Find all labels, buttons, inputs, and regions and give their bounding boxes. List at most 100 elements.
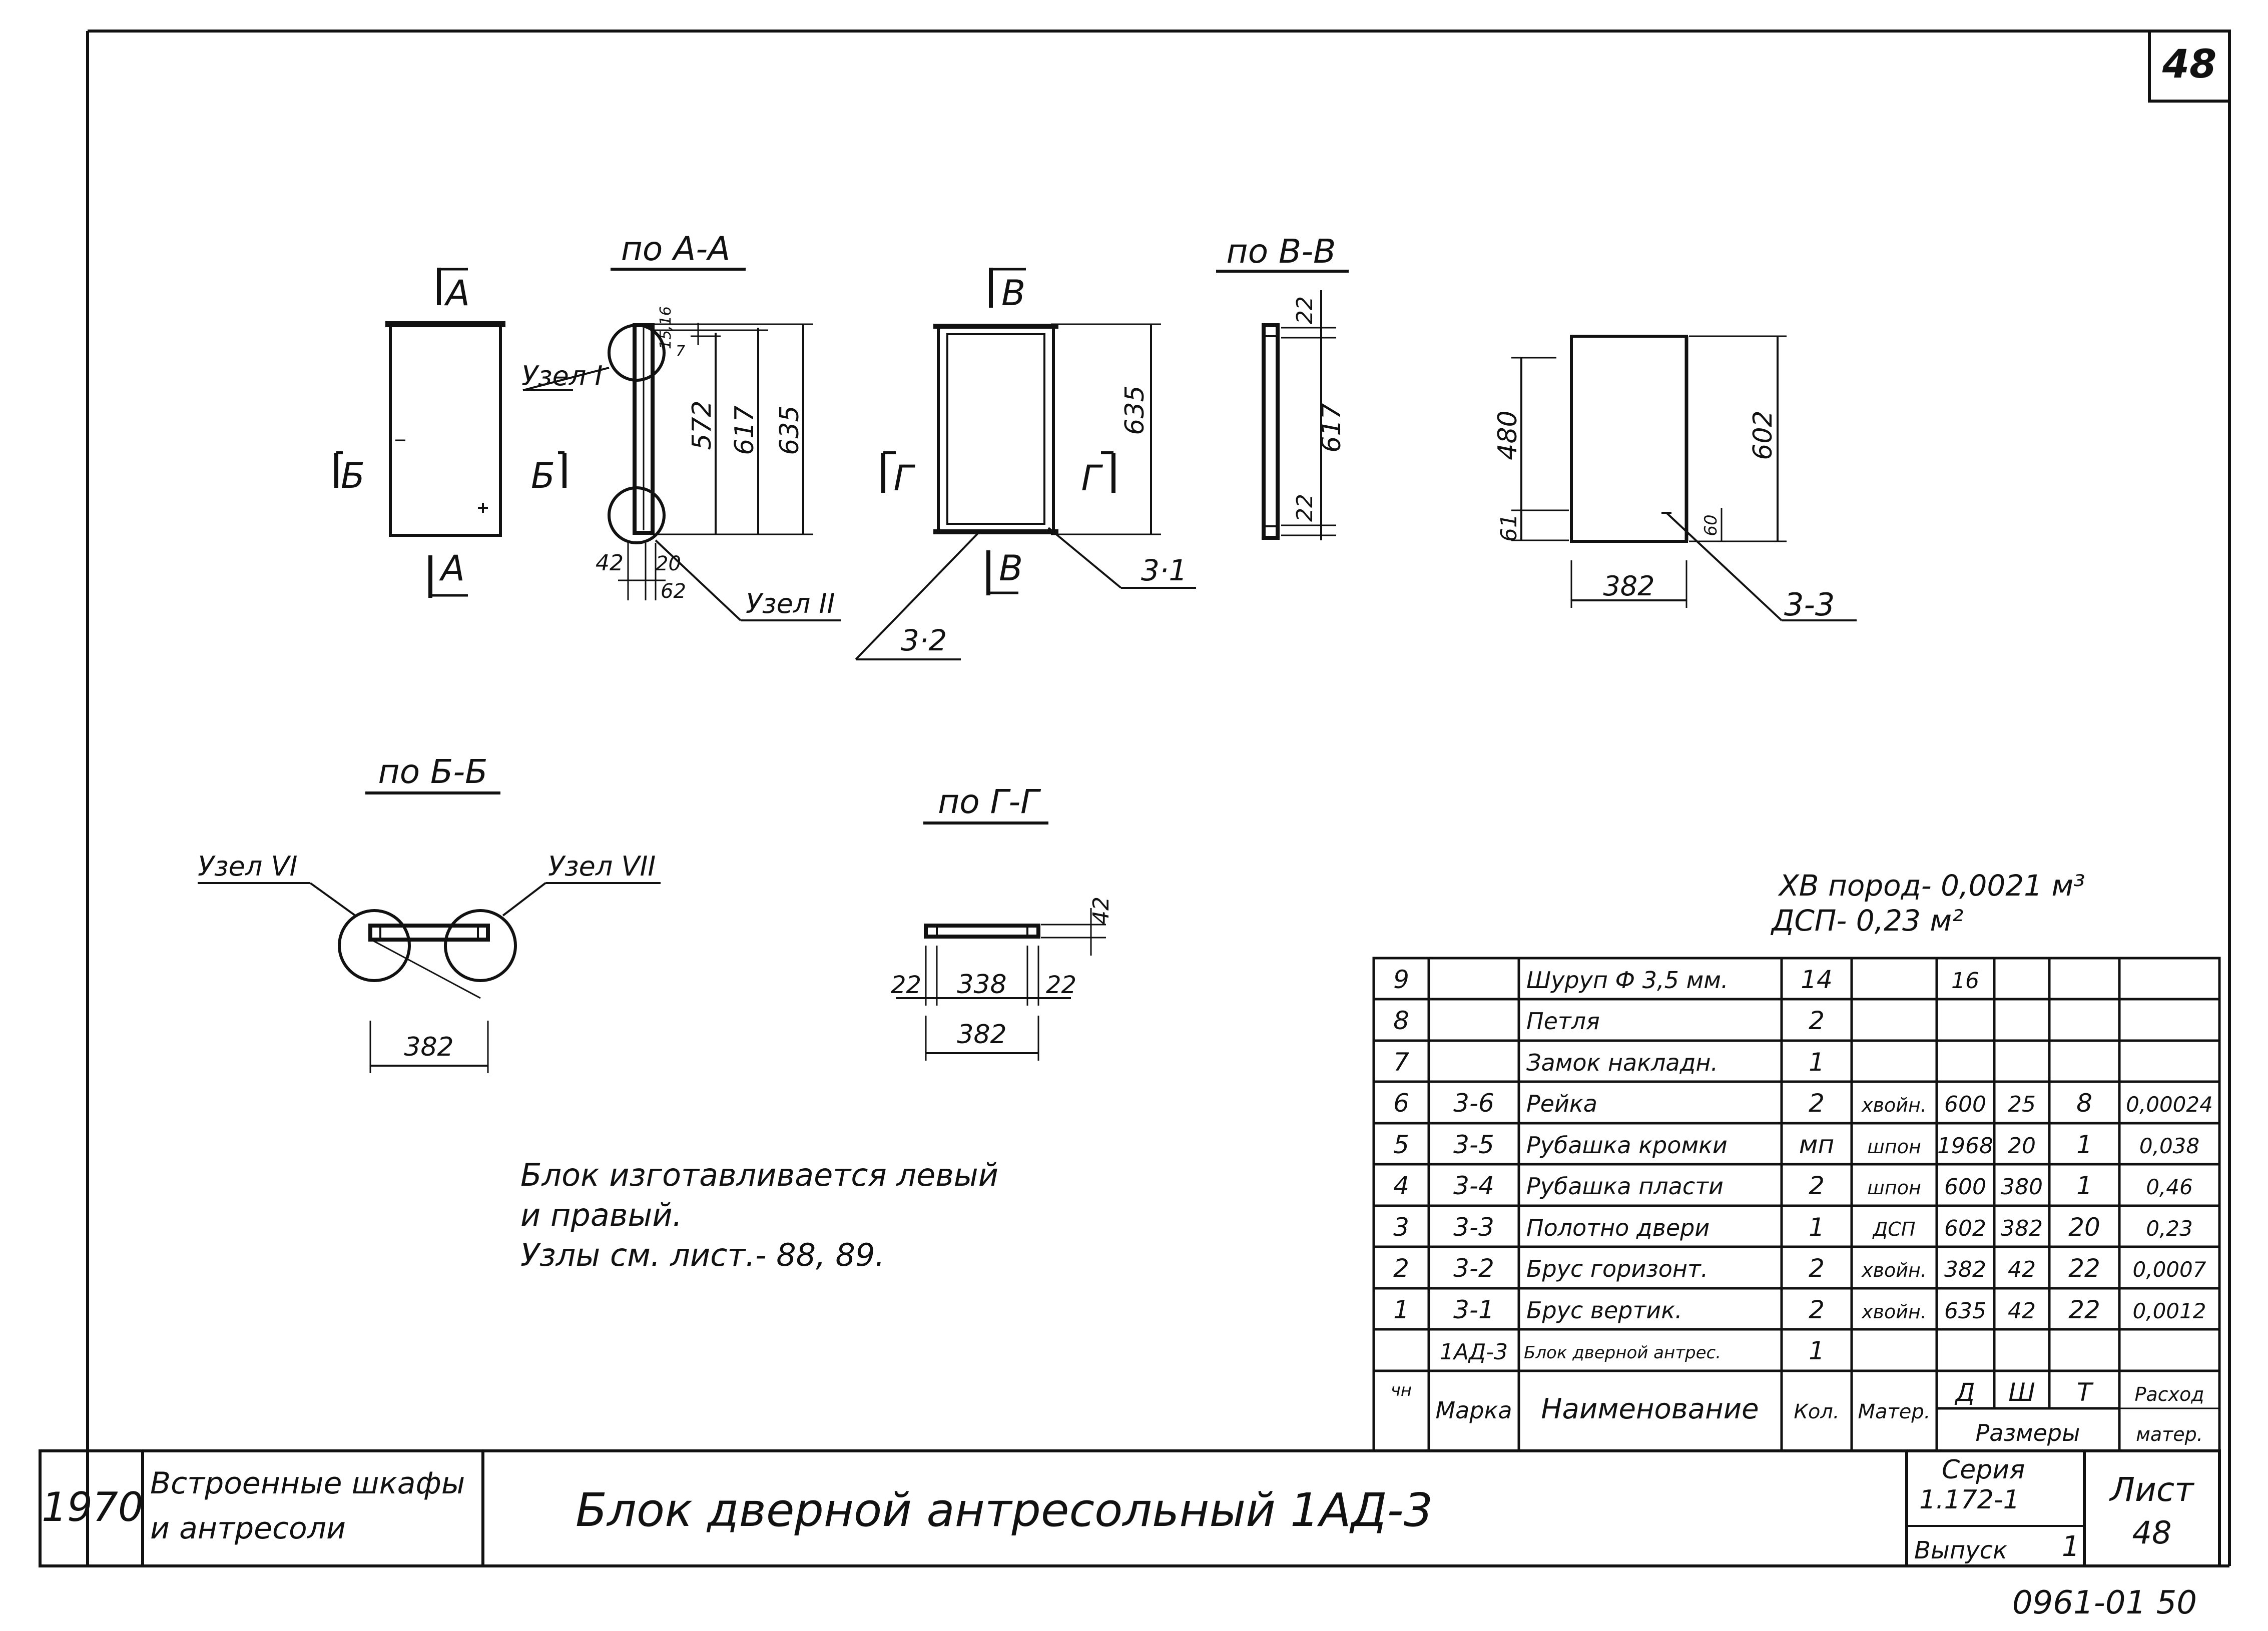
svg-text:Брус горизонт.: Брус горизонт.	[1526, 1255, 1708, 1282]
marker-b-left: Б	[341, 455, 365, 496]
title-block-grid	[39, 1449, 2221, 1567]
sheet-frame	[40, 30, 2231, 1567]
svg-text:2: 2	[1809, 1089, 1825, 1118]
svg-text:382: 382	[1944, 1257, 1986, 1282]
svg-text:0,46: 0,46	[2146, 1175, 2193, 1199]
dim-aa-1516: 15,16	[657, 306, 675, 349]
spec-table-grid	[1372, 957, 2221, 1452]
section-aa-drawing	[522, 323, 841, 621]
svg-text:3-6: 3-6	[1453, 1089, 1494, 1118]
dim-aa-635: 635	[775, 405, 805, 455]
issue-value: 1	[2062, 1530, 2080, 1563]
svg-text:635: 635	[1944, 1298, 1986, 1324]
marker-v-top: В	[1001, 273, 1025, 314]
svg-text:шпон: шпон	[1867, 1177, 1921, 1199]
svg-text:хвойн.: хвойн.	[1861, 1301, 1927, 1323]
svg-text:16: 16	[1951, 968, 1979, 994]
svg-text:2: 2	[1809, 1171, 1825, 1200]
svg-text:2: 2	[1809, 1006, 1825, 1035]
svg-text:2: 2	[1809, 1295, 1825, 1324]
svg-text:1: 1	[1809, 1336, 1825, 1365]
section-title-aa: по А-А	[621, 230, 731, 268]
part-label-32: 3·2	[901, 623, 947, 657]
svg-text:22: 22	[2068, 1295, 2100, 1324]
svg-text:3-1: 3-1	[1453, 1295, 1494, 1324]
svg-text:1АД-3: 1АД-3	[1440, 1339, 1508, 1365]
svg-text:хвойн.: хвойн.	[1861, 1094, 1927, 1116]
svg-text:хвойн.: хвойн.	[1861, 1259, 1927, 1281]
section-title-gg: по Г-Г	[938, 782, 1041, 821]
svg-text:4: 4	[1393, 1171, 1409, 1200]
svg-text:600: 600	[1944, 1174, 1986, 1200]
svg-text:0,0007: 0,0007	[2133, 1257, 2206, 1282]
dim-gg-382: 382	[957, 1020, 1006, 1050]
svg-text:ДСП: ДСП	[1872, 1218, 1916, 1240]
svg-text:1: 1	[1809, 1048, 1825, 1077]
svg-text:Рейка: Рейка	[1526, 1090, 1597, 1117]
marker-a-bottom: А	[439, 548, 465, 589]
material-totals: ХВ пород- 0,0021 м³ ДСП- 0,23 м²	[1770, 869, 2085, 938]
svg-text:мп: мп	[1799, 1130, 1834, 1159]
svg-text:6: 6	[1393, 1089, 1409, 1118]
node-6-label: Узел VI	[198, 851, 297, 882]
svg-text:Марка: Марка	[1435, 1397, 1512, 1424]
svg-text:380: 380	[2001, 1174, 2043, 1200]
dim-panel-60: 60	[1701, 514, 1721, 536]
svg-text:2: 2	[1393, 1254, 1409, 1283]
title-subject-2: и антресоли	[150, 1511, 346, 1546]
material-line-1: ХВ пород- 0,0021 м³	[1778, 869, 2085, 903]
table-row: 1 3-1 Брус вертик. 2 хвойн. 635 42 22 0,…	[1393, 1295, 2206, 1324]
svg-text:602: 602	[1944, 1216, 1986, 1241]
svg-text:Рубашка пласти: Рубашка пласти	[1526, 1173, 1724, 1200]
section-bb-drawing	[198, 882, 661, 1073]
svg-text:Брус вертик.: Брус вертик.	[1526, 1297, 1682, 1324]
dim-panel-602: 602	[1748, 410, 1778, 460]
svg-text:3-4: 3-4	[1453, 1171, 1494, 1200]
material-line-2: ДСП- 0,23 м²	[1770, 904, 1963, 938]
dim-gg-42: 42	[1088, 897, 1114, 925]
dim-gg-22-right: 22	[1046, 971, 1076, 999]
svg-text:0,00024: 0,00024	[2126, 1092, 2213, 1117]
svg-text:Матер.: Матер.	[1858, 1400, 1930, 1423]
svg-text:Петля: Петля	[1526, 1008, 1600, 1035]
dim-panel-480: 480	[1493, 410, 1523, 460]
dim-aa-62: 62	[661, 580, 686, 603]
svg-text:матер.: матер.	[2136, 1423, 2203, 1445]
section-vv-drawing	[1262, 290, 1336, 540]
svg-text:0,038: 0,038	[2139, 1134, 2199, 1158]
section-title-vv: по В-В	[1227, 232, 1336, 271]
svg-text:382: 382	[2001, 1216, 2043, 1241]
svg-text:1: 1	[1809, 1213, 1825, 1242]
node-2-label: Узел II	[746, 588, 835, 619]
svg-text:1: 1	[2076, 1130, 2092, 1159]
dim-vg-635: 635	[1120, 385, 1150, 435]
svg-text:3-3: 3-3	[1453, 1213, 1494, 1242]
marker-a-top: А	[444, 273, 470, 314]
front-view-ab	[334, 268, 566, 598]
dim-bb-382: 382	[404, 1032, 453, 1062]
dim-vv-22-top: 22	[1292, 296, 1318, 324]
table-row: 4 3-4 Рубашка пласти 2 шпон 600 380 1 0,…	[1393, 1171, 2193, 1200]
svg-text:Расход: Расход	[2134, 1383, 2204, 1405]
footer-code: 0961-01 50	[2012, 1584, 2197, 1621]
marker-v-bottom: В	[999, 548, 1023, 589]
frame-view-vg	[855, 268, 1196, 660]
part-label-33: 3-3	[1784, 586, 1835, 623]
table-row: 1АД-3 Блок дверной антрес. 1	[1440, 1336, 1825, 1365]
title-year: 1970	[42, 1484, 144, 1530]
svg-text:Рубашка кромки: Рубашка кромки	[1526, 1132, 1728, 1159]
svg-text:22: 22	[2068, 1254, 2100, 1283]
note-line-3: Узлы см. лист.- 88, 89.	[520, 1237, 885, 1273]
svg-text:Блок дверной антрес.: Блок дверной антрес.	[1524, 1343, 1721, 1363]
marker-b-right: Б	[531, 455, 555, 496]
svg-text:8: 8	[2076, 1089, 2092, 1118]
issue-label: Выпуск	[1914, 1536, 2007, 1564]
dim-panel-382: 382	[1603, 570, 1654, 602]
svg-text:Д: Д	[1954, 1378, 1975, 1407]
dim-aa-42: 42	[596, 550, 624, 576]
note-line-2: и правый.	[520, 1197, 682, 1233]
svg-text:Размеры: Размеры	[1976, 1419, 2080, 1446]
node-7-label: Узел VII	[548, 851, 656, 882]
spec-table: 9 Шуруп Ф 3,5 мм. 14 16 8 Петля 2 7 За	[1391, 965, 2213, 1446]
svg-text:14: 14	[1801, 965, 1833, 994]
